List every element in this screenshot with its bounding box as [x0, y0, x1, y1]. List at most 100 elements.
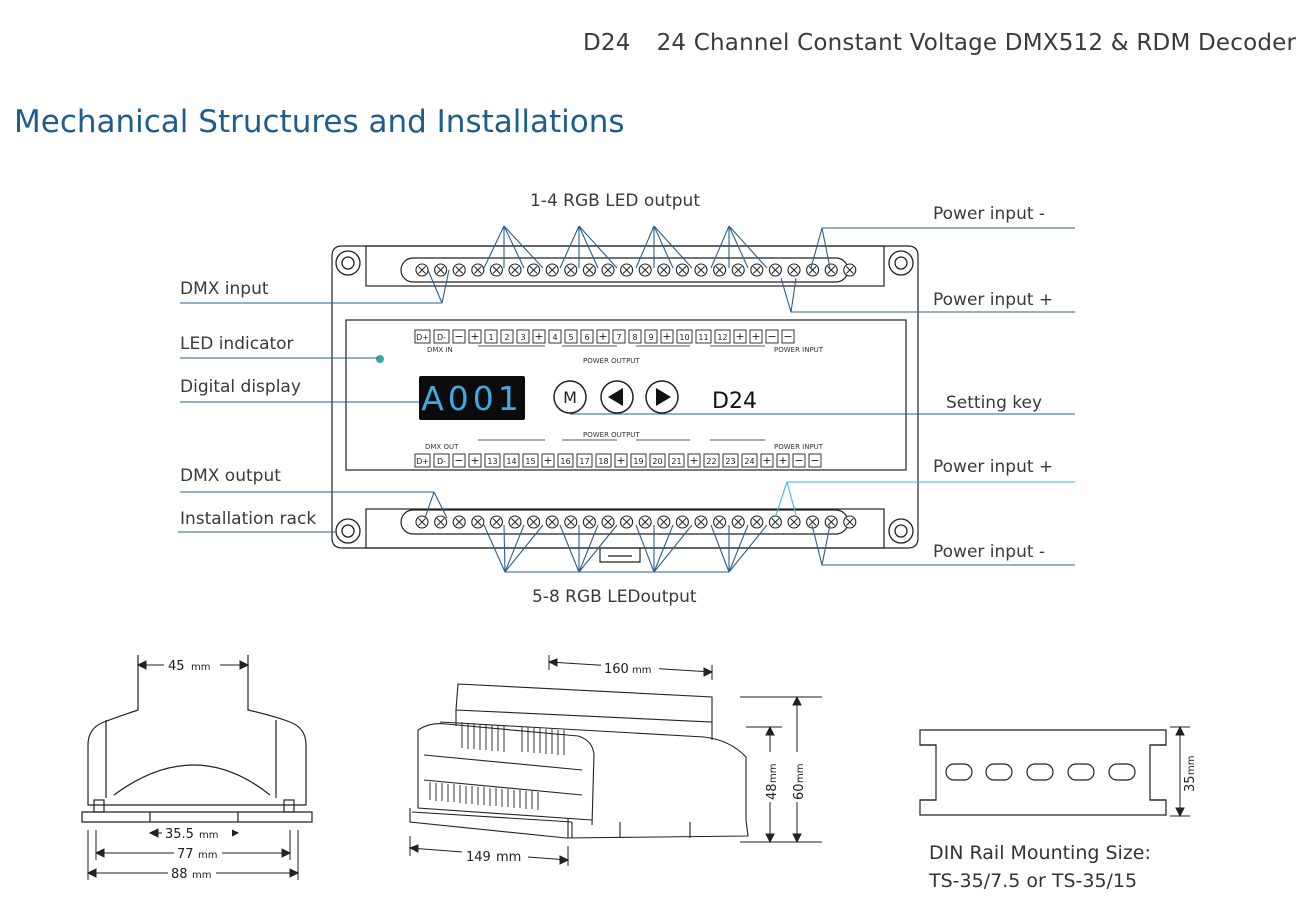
- power-input-plus-top-label: Power input +: [933, 290, 1053, 310]
- terminal-box: [595, 453, 612, 468]
- terminal-box: [760, 453, 774, 468]
- terminal-screw-cross: [511, 518, 519, 526]
- dim-88: 88: [171, 867, 188, 882]
- terminal-label: +: [751, 330, 760, 343]
- m-key[interactable]: [553, 380, 587, 414]
- digital-display-label: Digital display: [180, 377, 301, 397]
- dmx-in-label: DMX IN: [427, 346, 453, 354]
- terminal-screw-cross: [808, 266, 817, 274]
- terminal-screw-cross: [473, 266, 482, 274]
- dim-149-unit: mm: [496, 850, 521, 865]
- terminal-box: [452, 453, 466, 468]
- terminal-label: 19: [633, 457, 643, 466]
- terminal-label: 12: [717, 333, 727, 342]
- perspective-view: [409, 683, 749, 839]
- terminal-label: 5: [568, 333, 573, 342]
- terminal-screw-cross: [622, 266, 631, 274]
- terminal-box: [649, 453, 666, 468]
- output-group-brackets: [478, 345, 765, 441]
- power-input-minus-top-label: Power input -: [933, 204, 1045, 224]
- dim-45: 45: [168, 659, 185, 674]
- terminal-label: 11: [698, 333, 708, 342]
- terminal-label: −: [454, 330, 463, 343]
- device-model-label: D24: [712, 389, 757, 414]
- header-model: D24: [583, 30, 631, 56]
- terminal-label: 21: [671, 457, 681, 466]
- terminal-label: +: [598, 330, 607, 343]
- terminal-label: 13: [487, 457, 497, 466]
- terminal-label: +: [735, 330, 744, 343]
- power-input-plus-bottom-label: Power input +: [933, 457, 1053, 477]
- din-rail: [919, 729, 1167, 816]
- terminal-label: D+: [416, 333, 429, 342]
- dim-35-unit: mm: [1186, 756, 1197, 775]
- right-arrow-icon: [656, 388, 671, 406]
- terminal-box: [468, 453, 482, 468]
- terminal-box: [596, 329, 610, 344]
- terminal-screw-cross: [845, 266, 854, 274]
- side-view: [81, 655, 313, 823]
- terminal-box: [722, 453, 739, 468]
- power-output-label-bottom: POWER OUTPUT: [583, 431, 640, 439]
- terminal-box: [695, 329, 712, 344]
- terminal-box: [433, 453, 450, 468]
- power-output-label-top: POWER OUTPUT: [583, 357, 640, 365]
- terminal-label: +: [778, 454, 787, 467]
- terminal-box: [808, 453, 822, 468]
- dmx-out-label: DMX OUT: [425, 443, 459, 451]
- terminal-screw-cross: [790, 266, 798, 274]
- dim-77: 77: [177, 847, 194, 862]
- terminal-screw-cross: [529, 518, 538, 526]
- terminal-box: [503, 453, 520, 468]
- terminal-box: [484, 329, 498, 344]
- terminal-label: 2: [504, 333, 509, 342]
- terminal-screw-cross: [418, 518, 426, 526]
- dim-45-unit: mm: [191, 662, 210, 673]
- section-title: Mechanical Structures and Installations: [14, 104, 625, 140]
- terminal-box: [557, 453, 574, 468]
- rgb-5-8-label: 5-8 RGB LEDoutput: [532, 587, 697, 607]
- dim-48: 48: [765, 783, 780, 800]
- top-terminal-screws: [415, 263, 857, 277]
- terminal-box: [630, 453, 647, 468]
- terminal-box: [548, 329, 562, 344]
- terminal-screw-cross: [473, 518, 482, 526]
- terminal-box: [468, 329, 482, 344]
- terminal-label: 24: [744, 457, 754, 466]
- dim-35: 35: [1183, 775, 1198, 792]
- terminal-box: [676, 329, 693, 344]
- terminal-screw-cross: [585, 518, 594, 526]
- terminal-box: [628, 329, 642, 344]
- terminal-screw-cross: [511, 266, 519, 274]
- rgb-1-4-label: 1-4 RGB LED output: [530, 191, 700, 211]
- led-indicator: [376, 355, 384, 363]
- terminal-box: [452, 329, 466, 344]
- terminal-label: 20: [652, 457, 662, 466]
- terminal-screw-cross: [604, 266, 612, 274]
- left-arrow-icon: [608, 388, 623, 406]
- terminal-label: +: [662, 330, 671, 343]
- power-input-label-bottom: POWER INPUT: [774, 443, 824, 451]
- terminal-label: 14: [506, 457, 516, 466]
- dmx-output-label: DMX output: [180, 466, 281, 486]
- terminal-label: +: [543, 454, 552, 467]
- terminal-label: 7: [616, 333, 621, 342]
- terminal-box: [644, 329, 658, 344]
- terminal-label: 17: [579, 457, 589, 466]
- terminal-screw-cross: [418, 266, 426, 274]
- terminal-screw-cross: [641, 266, 650, 274]
- terminal-box: [703, 453, 720, 468]
- terminal-box: [714, 329, 731, 344]
- terminal-screw-cross: [734, 266, 743, 274]
- terminal-box: [414, 453, 431, 468]
- power-input-label-top: POWER INPUT: [774, 346, 824, 354]
- dim-35-5: 35.5: [165, 827, 194, 842]
- dim-149: 149: [466, 850, 491, 865]
- terminal-label: +: [616, 454, 625, 467]
- terminal-label: 8: [632, 333, 637, 342]
- terminal-screw-cross: [678, 266, 687, 274]
